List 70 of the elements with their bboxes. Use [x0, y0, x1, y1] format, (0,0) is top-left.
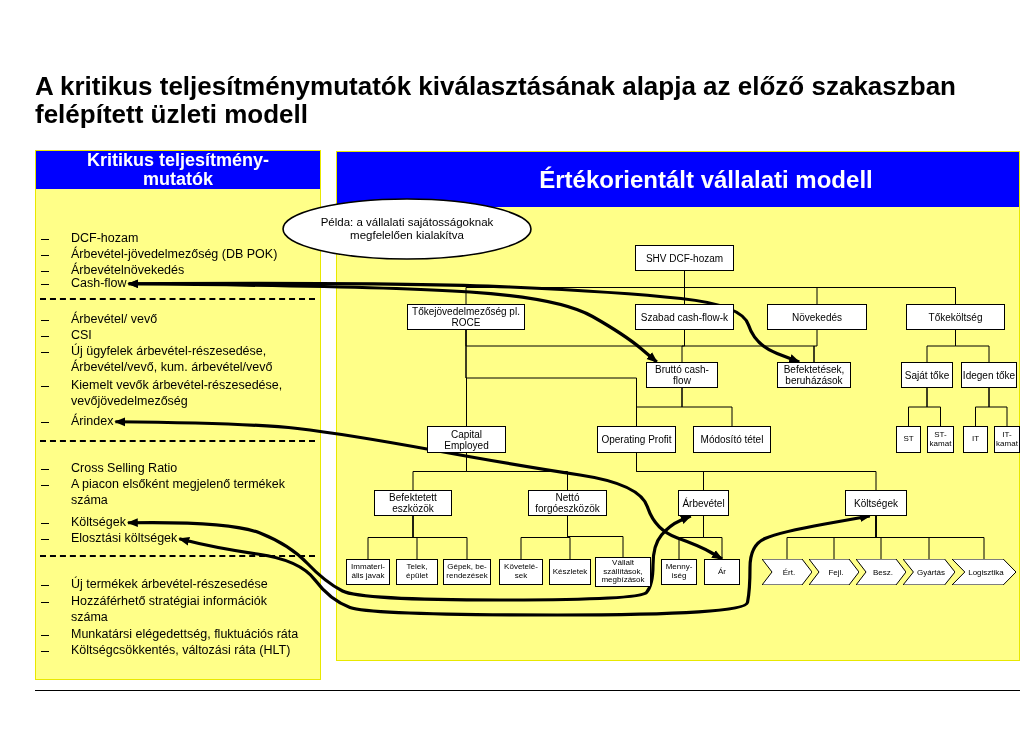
connector-line — [875, 515, 985, 560]
model-box: Capital Employed — [427, 426, 506, 453]
chevron-step: Gyártás — [903, 559, 955, 585]
model-box: Módosító tétel — [693, 426, 771, 453]
chevron-step: Fejl. — [809, 559, 859, 585]
model-box: Saját tőke — [901, 362, 953, 388]
chevron-step: Ért. — [762, 559, 812, 585]
model-box: Bruttó cash-flow — [646, 362, 718, 388]
list-item: Árindex — [71, 414, 114, 430]
model-box: Költségek — [845, 490, 907, 516]
model-box: Készletek — [549, 559, 591, 585]
model-box: Gépek, be- rendezések — [443, 559, 491, 585]
list-item: Költségcsökkentés, változási ráta (HLT) — [71, 643, 291, 659]
model-box: Nettó forgóeszközök — [528, 490, 607, 516]
list-item: CSI — [71, 328, 92, 344]
list-item: DCF-hozam — [71, 231, 139, 247]
list-item: Árbevétel/ vevő — [71, 312, 158, 328]
model-box: Menny- iség — [661, 559, 697, 585]
model-box: Növekedés — [767, 304, 867, 330]
connector-line — [813, 329, 818, 363]
model-box: SHV DCF-hozam — [635, 245, 734, 271]
arrow — [126, 514, 692, 602]
connector-line — [412, 515, 468, 560]
model-box: ST- kamat — [927, 426, 954, 453]
slide-title: A kritikus teljesítménymutatók kiválasztásának alapja az előző szakaszban felépített üzleti modell — [35, 72, 957, 128]
model-box: ST — [896, 426, 921, 453]
model-box: Tőkeköltség — [906, 304, 1005, 330]
list-item: Elosztási költségek — [71, 531, 178, 547]
list-item: Költségek — [71, 515, 126, 531]
connector-line — [636, 452, 877, 491]
model-box: Tőkejövedelmezőség pl. ROCE — [407, 304, 525, 330]
arrow — [114, 417, 723, 561]
connector-line — [681, 329, 685, 363]
chevron-step: Besz. — [856, 559, 906, 585]
model-box: Befektetések, beruházások — [777, 362, 851, 388]
model-box: Idegen tőke — [961, 362, 1017, 388]
panel — [35, 150, 321, 680]
list-item: Árbevétel-jövedelmezőség (DB POK) — [71, 247, 278, 263]
model-box: Szabad cash-flow-k — [635, 304, 734, 330]
note-ellipse: Példa: a vállalati sajátosságoknak megfelelően kialakítva — [282, 198, 532, 260]
connector-line — [926, 387, 941, 427]
model-box: Immateri- ális javak — [346, 559, 390, 585]
list-item: Új ügyfelek árbevétel-részesedése, Árbevétel/vevő, kum. árbevétel/vevő — [71, 344, 303, 375]
list-item: Kiemelt vevők árbevétel-részesedése, vevőjövedelmezőség — [71, 378, 303, 409]
model-box: Befektetett eszközök — [374, 490, 452, 516]
model-box: Árbevétel — [678, 490, 729, 516]
connector-line — [684, 270, 956, 305]
connector-line — [988, 387, 1008, 427]
list-item: Cross Selling Ratio — [71, 461, 178, 477]
arrow — [178, 513, 871, 617]
connector-line — [567, 515, 624, 558]
model-box: Telek, épület — [396, 559, 438, 585]
list-item: Munkatársi elégedettség, fluktuációs ráta — [71, 627, 299, 643]
model-box: IT — [963, 426, 988, 453]
list-item: Árbevételnövekedés — [71, 263, 185, 279]
model-box: Vállalt szállítások, megbízások — [595, 557, 651, 587]
chevron-step: Logisztika — [952, 559, 1016, 585]
arrow — [127, 279, 801, 364]
model-box: Ár — [704, 559, 740, 585]
panel-header: Értékorientált vállalati modell — [337, 152, 1019, 207]
panel-header: Kritikus teljesítmény- mutatók — [36, 151, 320, 189]
model-box: Követelé- sek — [499, 559, 543, 585]
model-box: Operating Profit — [597, 426, 676, 453]
list-item: Hozzáférhető stratégiai információk száma — [71, 594, 303, 625]
connector-line — [703, 515, 723, 560]
list-item: A piacon elsőként megjelenő termékek száma — [71, 477, 303, 508]
list-item: Cash-flow — [71, 276, 127, 292]
list-item: Új termékek árbevétel-részesedése — [71, 577, 268, 593]
model-box: IT- kamat — [994, 426, 1020, 453]
connector-line — [681, 387, 733, 427]
